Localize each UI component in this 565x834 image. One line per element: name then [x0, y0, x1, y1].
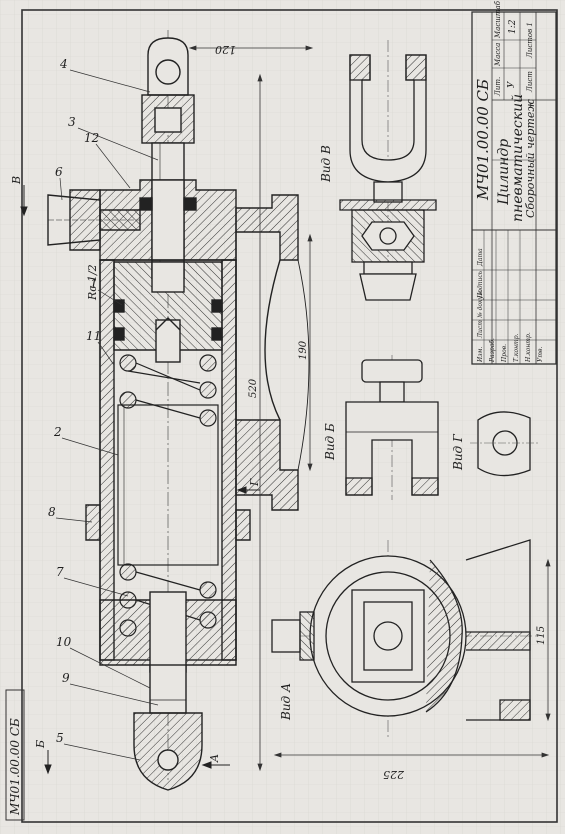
view-label-a: Вид А — [279, 683, 293, 721]
view-b — [345, 355, 439, 500]
role-1: Пров. — [501, 344, 508, 363]
row-izm: Изм. — [477, 347, 484, 363]
callout-7: 7 — [56, 565, 64, 579]
view-v — [339, 40, 437, 301]
role-4: Утв. — [537, 346, 544, 362]
title-line-3: Сборочный чертеж — [524, 99, 537, 218]
sheets-label: Листов 1 — [526, 22, 534, 59]
scale-header: Масштаб — [494, 0, 502, 39]
dim-520: 520 — [248, 378, 259, 398]
view-label-v: Вид В — [319, 145, 333, 183]
callout-8: 8 — [48, 505, 56, 519]
stamp-code: МЧ01.00.00 СБ — [474, 79, 492, 201]
row-list: Лист — [477, 320, 484, 339]
row-doc: № докум. — [477, 289, 484, 319]
lit-value: У — [507, 80, 517, 88]
lit-header: Лит. — [494, 77, 502, 97]
thread-label: Rc 1/2 — [86, 264, 99, 301]
arrow-label-v: В — [10, 176, 23, 185]
drawing-frame — [21, 9, 558, 823]
mass-header: Масса — [494, 43, 502, 67]
callout-2: 2 — [53, 425, 62, 439]
row-sign: Подпись — [477, 271, 484, 299]
title-line-1: Цилиндр — [496, 139, 512, 205]
arrow-label-b: Б — [34, 740, 47, 749]
dim-225: 225 — [383, 768, 405, 781]
callout-4: 4 — [59, 57, 68, 71]
role-2: Т.контр. — [513, 333, 520, 362]
dim-120: 120 — [215, 43, 236, 56]
callout-11: 11 — [86, 329, 101, 343]
dim-190: 190 — [298, 340, 309, 360]
arrow-label-g: Г — [248, 478, 261, 487]
sheet-label: Лист — [526, 71, 534, 93]
scale-value: 1:2 — [508, 19, 518, 34]
callout-1: 1 — [90, 277, 98, 291]
callout-12: 12 — [84, 131, 99, 145]
role-3: Н.контр. — [525, 332, 532, 363]
callout-5: 5 — [56, 731, 64, 745]
arrow-label-a: A — [208, 754, 221, 763]
callout-10: 10 — [56, 635, 72, 649]
view-g — [470, 411, 540, 477]
dim-115: 115 — [536, 626, 547, 645]
view-label-b: Вид Б — [323, 423, 337, 461]
dimension-lines — [188, 45, 551, 772]
leader-lines — [55, 69, 159, 761]
view-arrows — [20, 185, 260, 775]
callout-9: 9 — [62, 671, 70, 685]
role-0: Разраб. — [489, 338, 496, 363]
callout-6: 6 — [55, 165, 63, 179]
svg-text:МЧ01.00.00 СБ: МЧ01.00.00 СБ — [8, 718, 22, 816]
side-code-box: МЧ01.00.00 СБ — [5, 689, 25, 821]
title-line-2: пневматический — [510, 94, 526, 222]
row-date: Дата — [477, 248, 484, 267]
view-label-g: Вид Г — [451, 433, 465, 471]
callout-3: 3 — [68, 115, 76, 129]
view-a — [271, 539, 540, 740]
title-block: МЧ01.00.00 СБ Цилиндр пневматический Сбо… — [471, 0, 557, 365]
